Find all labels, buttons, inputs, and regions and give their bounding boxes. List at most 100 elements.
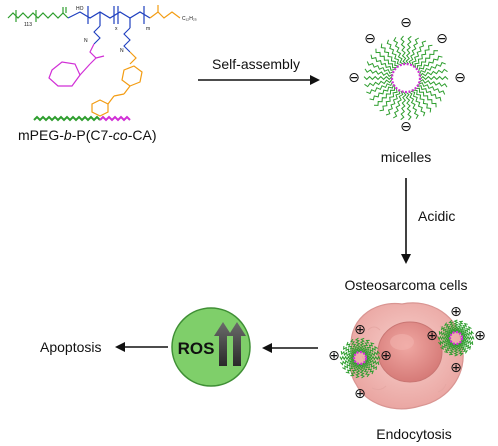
nucleus-highlight: [390, 334, 414, 350]
micelle-small-left: [339, 337, 381, 379]
micelle-tail: [448, 320, 456, 333]
micelle-tail: [458, 322, 468, 335]
peg-methyl-label: HO: [76, 6, 84, 12]
negative-charge-icon: ⊖: [364, 31, 376, 47]
c7-unit: [48, 43, 105, 87]
micelle-tail: [408, 91, 419, 120]
micelle-tail: [366, 61, 394, 74]
micelle-tail: [400, 35, 407, 65]
polymer-underline-peg: [33, 115, 101, 122]
micelle-tail: [364, 68, 393, 77]
micelle-core: [390, 62, 422, 94]
micelle-tail: [364, 359, 377, 371]
micelle-tail: [360, 339, 370, 354]
micelle-tail: [448, 342, 457, 356]
positive-charge-icon: ⊕: [354, 386, 366, 402]
micelle-tail: [413, 89, 432, 113]
linker-n-label-2: N: [120, 48, 124, 54]
micelle-tail: [361, 363, 371, 378]
micelle-tail: [375, 48, 397, 69]
micelle-tail: [437, 335, 451, 341]
micelle-tail: [419, 61, 446, 75]
micelle-tail: [339, 355, 355, 361]
micelle-small-charges: ⊕⊕⊕⊕⊕⊕⊕⊕: [328, 304, 486, 402]
micelle-tail: [411, 40, 427, 67]
micelle-tail: [393, 36, 404, 65]
micelle-tail: [379, 88, 398, 112]
ros-indicator: ROS: [171, 307, 251, 387]
micelle-tail: [414, 44, 433, 68]
micelle-tail: [419, 75, 449, 81]
micelle-tail: [365, 355, 381, 361]
positive-charge-icon: ⊕: [474, 328, 486, 344]
micelle-tail: [362, 342, 375, 355]
negative-charge-icon: ⊖: [400, 15, 412, 31]
micelle-tail: [460, 337, 474, 346]
micelle-tail: [358, 337, 365, 353]
positive-charge-icon: ⊕: [450, 360, 462, 376]
self-assembly-label: Self-assembly: [212, 56, 300, 72]
endocytosis-label: Endocytosis: [376, 426, 451, 442]
micelle-tail: [455, 320, 464, 334]
micelle: [363, 35, 449, 121]
negative-charge-icon: ⊖: [454, 70, 466, 86]
micelle-tail: [416, 50, 439, 70]
negative-charge-icon: ⊖: [348, 70, 360, 86]
negative-charge-icon: ⊖: [436, 31, 448, 47]
polymer-underline-core: [99, 115, 131, 122]
micelle-tail: [380, 43, 399, 67]
osteosarcoma-label: Osteosarcoma cells: [345, 277, 468, 293]
micelle-tail: [386, 39, 402, 66]
micelle-tail: [366, 81, 393, 95]
osteosarcoma-cell: [350, 302, 464, 410]
micelle-tail: [340, 358, 355, 366]
micelle-core: [352, 350, 368, 366]
positive-charge-icon: ⊕: [380, 348, 392, 364]
micelle-tail: [400, 91, 407, 121]
backbone-subscript-x: x: [115, 26, 118, 32]
micelle-tail: [461, 335, 475, 341]
micelles-label: micelles: [381, 149, 432, 165]
micelle-tail: [392, 90, 404, 119]
micelle-tail: [365, 350, 380, 358]
micelle-tail: [415, 87, 437, 108]
micelle-tail: [440, 340, 452, 351]
side-linkers: [93, 25, 131, 53]
micelle-tail: [459, 340, 472, 350]
micelle-tail: [373, 86, 396, 106]
micelle-tail: [418, 55, 443, 72]
micelle-tail: [408, 37, 420, 66]
micelle-tail: [460, 325, 472, 336]
ros-label: ROS: [178, 339, 215, 358]
micelle-tail: [419, 68, 448, 78]
micelle-tail: [370, 54, 395, 71]
micelle-tail: [458, 342, 469, 354]
micelle-tail: [438, 338, 451, 346]
polymer-structure: 113 HO x m C₁₂H₂₅ N N: [7, 5, 197, 143]
micelle-tail: [417, 85, 442, 102]
micelle-tail: [364, 78, 393, 88]
end-group: [149, 5, 181, 19]
positive-charge-icon: ⊕: [450, 304, 462, 320]
micelle-core: [448, 330, 464, 346]
micelle-small-right: [437, 319, 475, 357]
micelle-tail: [358, 363, 366, 379]
ros-circle: [171, 307, 251, 387]
micelle-tail: [350, 362, 360, 377]
polymer-name: mPEG-b-P(C7-co-CA): [18, 127, 157, 143]
micelle-tail: [443, 322, 454, 334]
micelle-tail: [418, 82, 446, 95]
ca-unit: [91, 51, 143, 117]
positive-charge-icon: ⊕: [426, 328, 438, 344]
micelle-tail: [345, 361, 358, 374]
micelle-tail: [444, 341, 454, 354]
backbone: [67, 6, 151, 28]
peg-subscript: 113: [24, 22, 32, 28]
micelle-tail: [419, 79, 448, 88]
micelle-tail: [342, 360, 356, 371]
linker-n-label-1: N: [84, 38, 88, 44]
positive-charge-icon: ⊕: [354, 322, 366, 338]
micelle-tail: [363, 75, 393, 81]
negative-charge-icon: ⊖: [400, 119, 412, 135]
